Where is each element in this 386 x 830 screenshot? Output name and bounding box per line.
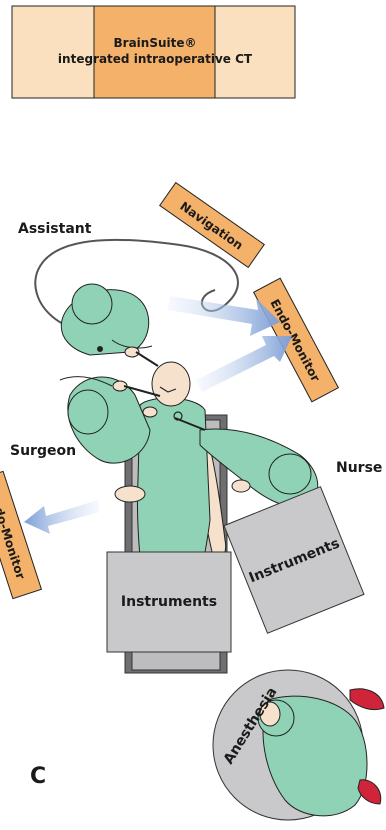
panel-letter: C [30,764,46,789]
brainsuite-ct-box: BrainSuite® integrated intraoperative CT [12,6,295,98]
instrument-table-left: Instruments [107,552,231,652]
surgeon-label: Surgeon [10,443,76,459]
nurse-label: Nurse [336,460,382,476]
assistant-figure [61,284,158,366]
endo-monitor-left-sign: Endo-Monitor [0,471,41,598]
view-arrow-left [24,500,100,534]
view-arrow-surgeon [196,336,292,392]
instrument-table-right: Instruments [224,487,364,634]
brainsuite-title: BrainSuite® [114,36,197,50]
assistant-label: Assistant [18,221,92,237]
instrument-table-left-label: Instruments [121,594,217,610]
brainsuite-subtitle: integrated intraoperative CT [58,52,253,66]
